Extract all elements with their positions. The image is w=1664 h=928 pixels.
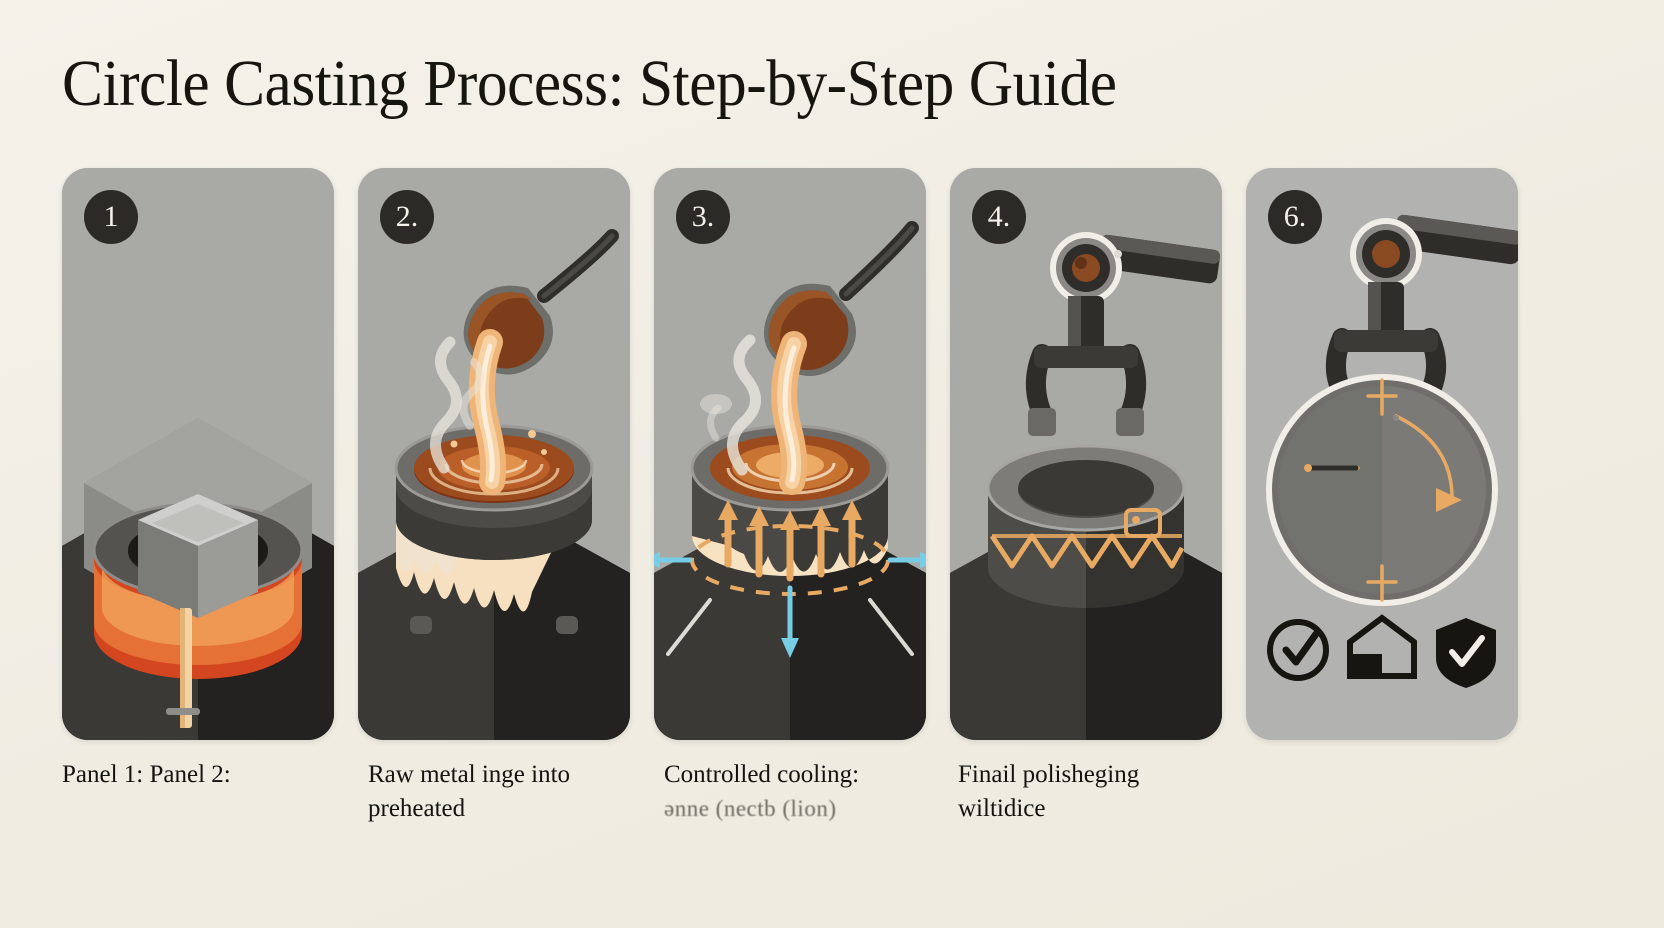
panel-2-pouring[interactable]: 2. xyxy=(358,168,630,740)
check-circle-icon xyxy=(1267,619,1329,681)
caption-4-line-1: Finail polisheging xyxy=(958,761,1140,788)
shield-check-icon xyxy=(1436,618,1496,688)
panel-4-extraction[interactable]: 4. xyxy=(950,168,1222,740)
caption-2-line-2: preheated xyxy=(368,795,466,822)
caption-2-line-1: Raw metal inge into xyxy=(368,761,571,788)
panel-4-illustration xyxy=(950,168,1222,740)
panel-5-final-inspection[interactable]: 6. xyxy=(1246,168,1518,740)
panel-3-illustration xyxy=(654,168,926,740)
caption-4-line-2: wiltidice xyxy=(958,795,1046,822)
panel-3-cooling[interactable]: 3. xyxy=(654,168,926,740)
caption-panel-4: Finail polisheging wiltidice xyxy=(958,758,1226,826)
panel-3-badge: 3. xyxy=(676,190,730,244)
caption-1-line-1: Panel 1: Panel 2: xyxy=(62,761,231,788)
panel-5-badge: 6. xyxy=(1268,190,1322,244)
panel-4-badge: 4. xyxy=(972,190,1026,244)
page-title: Circle Casting Process: Step-by-Step Gui… xyxy=(62,47,1117,120)
panel-1-badge: 1 xyxy=(84,190,138,244)
panel-1-raw-ingot[interactable]: 1 xyxy=(62,168,334,740)
caption-panel-1: Panel 1: Panel 2: xyxy=(62,758,330,792)
panel-5-illustration xyxy=(1246,168,1518,740)
panel-strip: 1 xyxy=(62,168,1602,740)
panel-2-illustration xyxy=(358,168,630,740)
panel-2-badge: 2. xyxy=(380,190,434,244)
panel-1-illustration xyxy=(62,168,334,740)
caption-panel-3: Controlled cooling: ǝnne (nectb (lion) xyxy=(664,758,932,826)
certificate-icon xyxy=(1347,614,1417,679)
caption-3-line-1: Controlled cooling: xyxy=(664,761,860,788)
caption-panel-2: Raw metal inge into preheated xyxy=(368,758,636,826)
caption-3-line-2: ǝnne (nectb (lion) xyxy=(664,796,837,821)
